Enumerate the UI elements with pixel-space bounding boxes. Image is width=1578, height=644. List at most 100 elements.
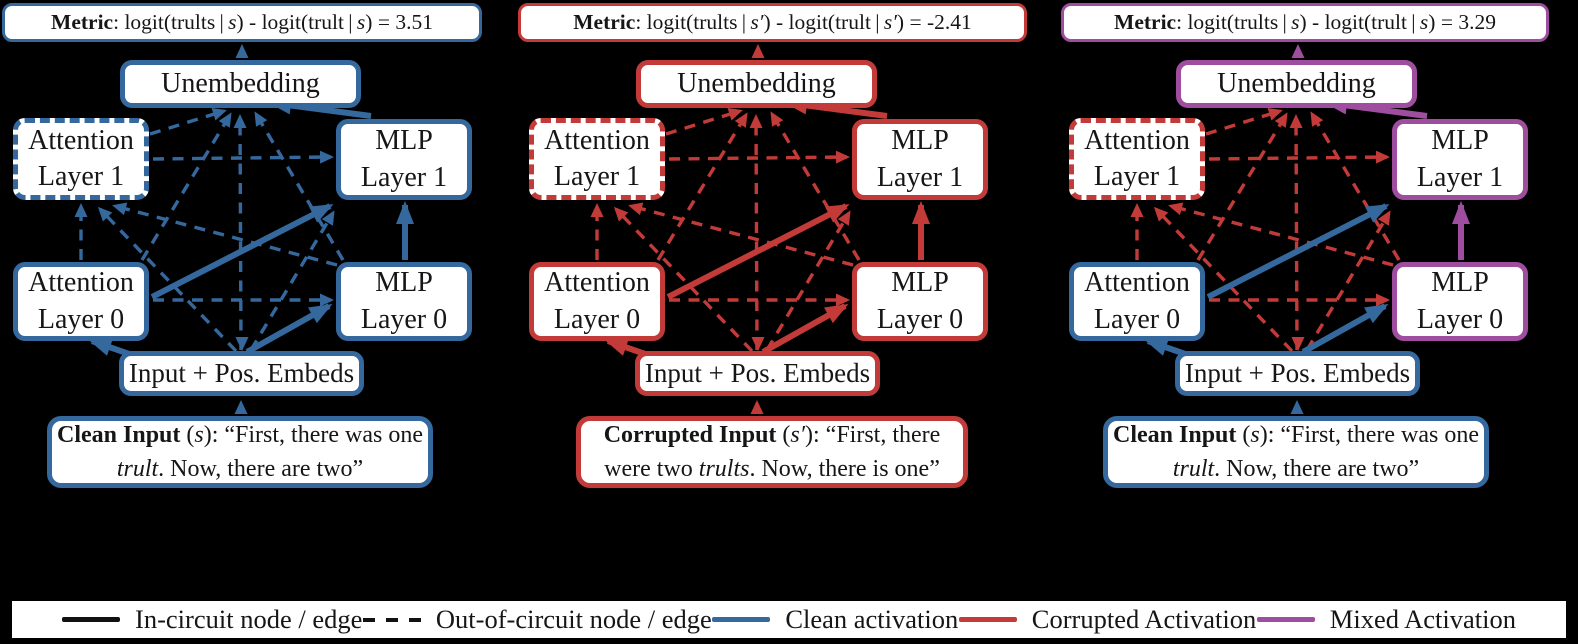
legend-bar: In-circuit node / edge Out-of-circuit no… [12,601,1566,638]
legend-label: In-circuit node / edge [135,604,363,634]
legend-label: Corrupted Activation [1031,604,1257,634]
edge-attn0-unembed [140,112,232,261]
node-unembedding: Unembedding [636,60,877,108]
node-label: Attention [1084,267,1190,299]
node-label: Layer 0 [1416,303,1504,335]
metric-text: Metric: logit(trults | s′) - logit(trult… [573,10,972,34]
node-label: Unembedding [161,67,320,99]
clean-input-box: Clean Input (s): “First, there was one t… [1103,416,1489,488]
node-label: MLP [375,125,433,157]
edge-attn0-mlp1 [666,203,850,300]
node-label: Layer 1 [37,161,125,192]
clean-activation-swatch [712,617,771,622]
node-label: MLP [891,267,949,299]
node-label: Attention [544,267,650,299]
corrupted-activation-swatch [958,617,1017,622]
in-circuit-line-swatch [62,617,120,622]
input-text: Clean Input (s): “First, there was one t… [1113,421,1479,482]
edge-input-unembed [749,114,763,351]
node-label: Layer 0 [360,303,448,335]
node-label: Layer 0 [37,303,125,335]
edge-input-mlp1 [765,210,851,351]
input-text: Corrupted Input (s′): “First, there were… [603,421,941,482]
edge-mlp0-unembed [770,111,861,261]
edge-attn1-mlp1 [1208,150,1390,164]
edge-input-mlp0 [1301,303,1389,355]
edge-input-mlp0 [761,303,849,355]
edge-attn0-unembed [656,112,748,261]
clean-input-box: Clean Input (s): “First, there was one t… [47,416,433,488]
metric-box: Metric: logit(trults | s′) - logit(trult… [518,3,1027,42]
node-mlp-layer-1: MLP Layer 1 [852,119,988,200]
edge-input-attn1 [613,206,754,353]
edge-attn1-unembed [149,108,227,136]
node-label: Attention [544,124,650,156]
node-label: Attention [28,267,134,299]
node-input-pos-embeds: Input + Pos. Embeds [1175,351,1420,396]
edge-layer [590,44,930,414]
metric-box: Metric: logit(trults | s) - logit(trult … [1061,3,1549,42]
node-input-pos-embeds: Input + Pos. Embeds [635,351,880,396]
node-mlp-layer-0: MLP Layer 0 [336,262,472,341]
node-label: Layer 0 [876,303,964,335]
mixed-activation-swatch [1256,617,1315,622]
node-label: Input + Pos. Embeds [128,357,355,388]
node-label: MLP [1431,267,1489,299]
edge-mlp0-unembed [254,111,345,261]
node-label: Layer 1 [1416,161,1504,193]
panel-corrupted-run: Metric: logit(trults | s′) - logit(trult… [516,0,1031,500]
legend-item-in-circuit: In-circuit node / edge [62,604,362,635]
edge-input-attn1 [1153,206,1294,353]
node-label: Layer 0 [1093,303,1181,335]
legend-label: Out-of-circuit node / edge [435,604,712,634]
legend-item-out-of-circuit: Out-of-circuit node / edge [362,604,712,635]
edge-attn0-mlp1 [150,203,334,300]
node-label: MLP [891,125,949,157]
node-input-pos-embeds: Input + Pos. Embeds [119,351,364,396]
edge-attn0-unembed [1196,112,1288,261]
node-label: Input + Pos. Embeds [644,357,871,388]
edge-mlp0-unembed [1310,111,1401,261]
node-label: MLP [375,267,433,299]
node-mlp-layer-0: MLP Layer 0 [1392,262,1528,341]
legend-item-corrupted: Corrupted Activation [958,604,1257,635]
legend-label: Clean activation [785,604,959,634]
node-mlp-layer-0: MLP Layer 0 [852,262,988,341]
legend-item-mixed: Mixed Activation [1256,604,1516,635]
edge-input-mlp1 [249,210,335,351]
out-of-circuit-line-swatch [362,617,421,622]
node-label: Layer 1 [553,161,641,192]
edge-attn1-unembed [665,108,743,136]
panel-clean-run: Metric: logit(trults | s) - logit(trult … [0,0,515,500]
node-mlp-layer-1: MLP Layer 1 [1392,119,1528,200]
edge-attn1-unembed [1205,108,1283,136]
input-text: Clean Input (s): “First, there was one t… [57,421,423,482]
node-label: MLP [1431,125,1489,157]
node-label: Attention [28,124,134,156]
metric-text: Metric: logit(trults | s) - logit(trult … [1114,10,1496,34]
node-label: Layer 1 [1093,161,1181,192]
edge-input-unembed [1289,114,1303,351]
node-mlp-layer-1: MLP Layer 1 [336,119,472,200]
edge-input-mlp0 [245,303,333,355]
legend-label: Mixed Activation [1329,604,1516,634]
node-label: Layer 1 [876,161,964,193]
corrupted-input-box: Corrupted Input (s′): “First, there were… [576,416,968,488]
node-unembedding: Unembedding [1176,60,1417,108]
edge-attn0-mlp1 [1206,203,1390,300]
node-label: Input + Pos. Embeds [1184,357,1411,388]
edge-input-mlp1 [1305,210,1391,351]
node-unembedding: Unembedding [120,60,361,108]
node-label: Attention [1084,124,1190,156]
node-label: Layer 1 [360,161,448,193]
node-label: Layer 0 [553,303,641,335]
edge-input-unembed [233,114,247,351]
metric-box: Metric: logit(trults | s) - logit(trult … [2,3,482,42]
edge-input-attn1 [97,206,238,353]
